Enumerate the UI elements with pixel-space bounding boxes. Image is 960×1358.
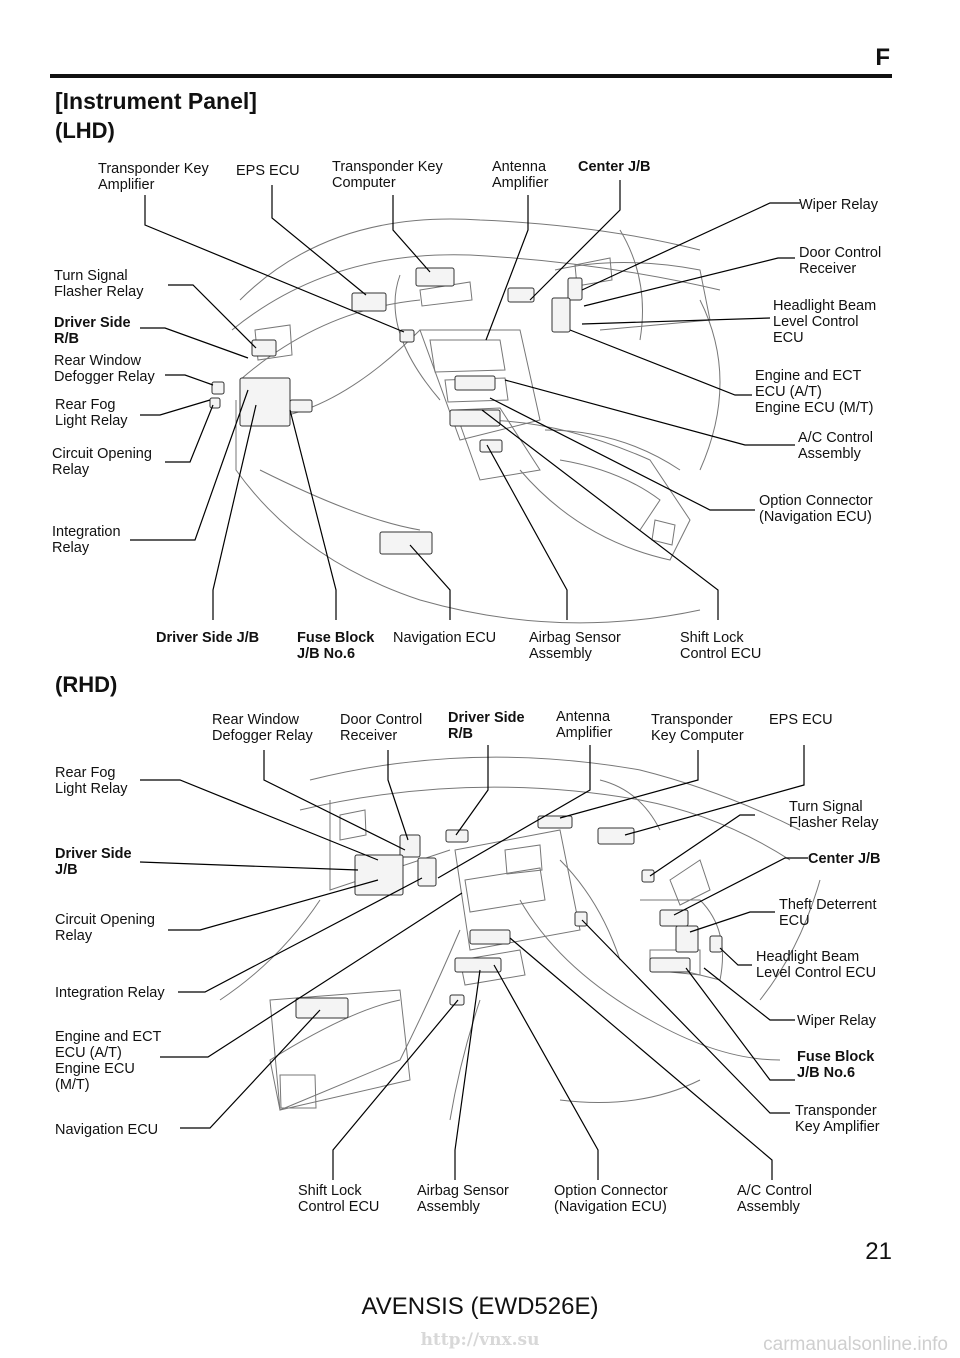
- top-rule: [50, 74, 892, 78]
- rhd-label-wiper-relay: Wiper Relay: [797, 1013, 876, 1029]
- lhd-label-turn-signal: Turn Signal Flasher Relay: [54, 268, 144, 300]
- lhd-label-rear-fog: Rear Fog Light Relay: [55, 397, 128, 429]
- rhd-label-rear-fog: Rear Fog Light Relay: [55, 765, 128, 797]
- rhd-leader-lines: [139, 745, 808, 1180]
- rhd-label-transponder-key-computer: Transponder Key Computer: [651, 712, 744, 744]
- lhd-label-rear-window-defogger: Rear Window Defogger Relay: [54, 353, 155, 385]
- lhd-components: [209, 267, 583, 555]
- section-letter: F: [875, 44, 890, 71]
- rhd-label-driver-side-jb: Driver Side J/B: [55, 846, 132, 878]
- lhd-label-option-connector: Option Connector (Navigation ECU): [759, 493, 873, 525]
- lhd-label-door-control-receiver: Door Control Receiver: [799, 245, 882, 277]
- lhd-label-center-jb: Center J/B: [578, 159, 651, 175]
- rhd-label-shift-lock: Shift Lock Control ECU: [298, 1183, 380, 1215]
- lhd-label-headlight-beam-level: Headlight Beam Level Control ECU: [773, 298, 877, 346]
- lhd-label-ac-control: A/C Control Assembly: [798, 430, 873, 462]
- rhd-heading: (RHD): [55, 672, 118, 697]
- rhd-label-eps-ecu: EPS ECU: [769, 712, 833, 728]
- lhd-label-fuse-block: Fuse Block J/B No.6: [297, 630, 375, 662]
- rhd-components: [295, 815, 723, 1019]
- lhd-label-wiper-relay: Wiper Relay: [799, 197, 878, 213]
- lhd-label-circuit-opening: Circuit Opening Relay: [52, 446, 152, 478]
- rhd-label-ac-control: A/C Control Assembly: [737, 1183, 812, 1215]
- rhd-label-headlight-beam-level: Headlight Beam Level Control ECU: [756, 949, 877, 981]
- lhd-label-eps-ecu: EPS ECU: [236, 163, 300, 179]
- rhd-label-center-jb: Center J/B: [808, 851, 881, 867]
- rhd-label-circuit-opening: Circuit Opening Relay: [55, 912, 155, 944]
- watermark-url: http://vnx.su: [420, 1330, 540, 1350]
- rhd-label-option-connector: Option Connector (Navigation ECU): [554, 1183, 668, 1215]
- lhd-dashboard-outline: [231, 218, 721, 624]
- rhd-label-door-control-receiver: Door Control Receiver: [340, 712, 423, 744]
- page-title: [Instrument Panel]: [55, 88, 257, 114]
- lhd-label-driver-side-jb: Driver Side J/B: [156, 630, 260, 646]
- rhd-label-airbag-sensor: Airbag Sensor Assembly: [417, 1183, 509, 1215]
- lhd-label-transponder-key-amplifier: Transponder Key Amplifier: [98, 161, 209, 193]
- lhd-label-integration-relay: Integration Relay: [52, 524, 121, 556]
- rhd-label-turn-signal: Turn Signal Flasher Relay: [789, 799, 879, 831]
- rhd-label-fuse-block: Fuse Block J/B No.6: [797, 1049, 875, 1081]
- lhd-label-navigation-ecu: Navigation ECU: [393, 630, 497, 646]
- lhd-label-airbag-sensor: Airbag Sensor Assembly: [529, 630, 621, 662]
- lhd-leader-lines: [130, 180, 800, 620]
- rhd-label-transponder-key-amplifier: Transponder Key Amplifier: [795, 1103, 880, 1135]
- lhd-label-driver-side-rb: Driver Side R/B: [54, 315, 131, 347]
- lhd-label-shift-lock: Shift Lock Control ECU: [680, 630, 762, 662]
- lhd-label-antenna-amplifier: Antenna Amplifier: [492, 159, 549, 191]
- rhd-label-driver-side-rb: Driver Side R/B: [448, 710, 525, 742]
- footer-model-code: AVENSIS (EWD526E): [361, 1293, 599, 1320]
- lhd-label-transponder-key-computer: Transponder Key Computer: [332, 159, 443, 191]
- lhd-heading: (LHD): [55, 118, 115, 143]
- rhd-label-engine-ecu: Engine and ECT ECU (A/T) Engine ECU (M/T…: [55, 1029, 162, 1093]
- rhd-label-navigation-ecu: Navigation ECU: [55, 1122, 159, 1138]
- rhd-dashboard-outline: [219, 756, 821, 1121]
- rhd-label-integration-relay: Integration Relay: [55, 985, 165, 1001]
- watermark-site: carmanualsonline.info: [763, 1334, 948, 1355]
- lhd-label-engine-ecu: Engine and ECT ECU (A/T) Engine ECU (M/T…: [755, 368, 874, 416]
- page-number: 21: [865, 1238, 892, 1265]
- rhd-label-rear-window-defogger: Rear Window Defogger Relay: [212, 712, 313, 744]
- rhd-label-theft-deterrent: Theft Deterrent ECU: [779, 897, 877, 929]
- rhd-label-antenna-amplifier: Antenna Amplifier: [556, 709, 613, 741]
